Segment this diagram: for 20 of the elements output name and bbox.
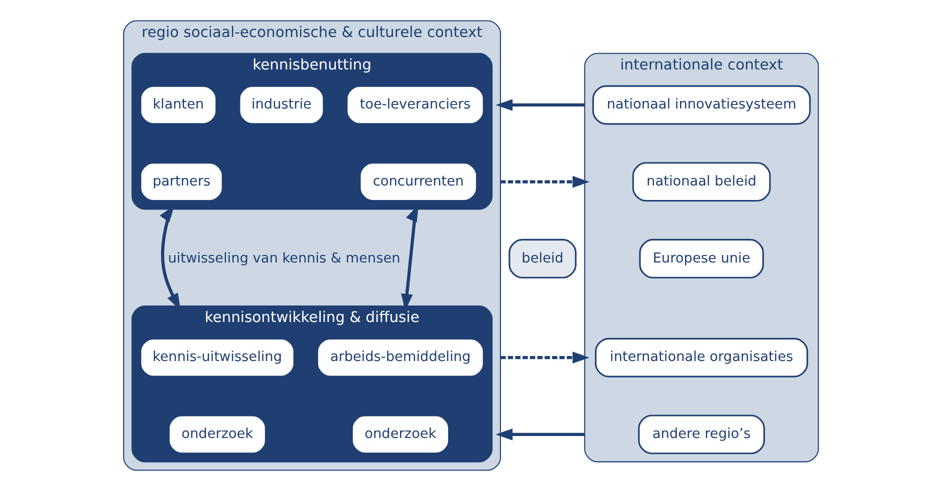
node-box: beleid (508, 238, 577, 278)
node-box: toe-leveranciers (346, 85, 484, 125)
arrow (496, 428, 585, 440)
node-box: internationale organisaties (594, 338, 808, 378)
node-box: nationaal beleid (632, 162, 771, 202)
node-box: nationaal innovatiesysteem (592, 85, 811, 125)
node-box: concurrenten (359, 162, 478, 202)
arrow (500, 176, 590, 188)
edge-label: uitwisseling van kennis & mensen (168, 250, 400, 266)
arrow (500, 352, 590, 364)
node-box: Europese unie (639, 238, 764, 278)
arrow (496, 99, 585, 111)
node-box: andere regio’s (638, 414, 765, 454)
node-box: arbeids-bemiddeling (316, 338, 484, 378)
node-box: onderzoek (351, 414, 450, 454)
node-box: onderzoek (168, 414, 267, 454)
node-box: klanten (140, 85, 218, 125)
node-box: industrie (238, 85, 324, 125)
node-box: kennis-uitwisseling (140, 338, 295, 378)
node-box: partners (140, 162, 224, 202)
